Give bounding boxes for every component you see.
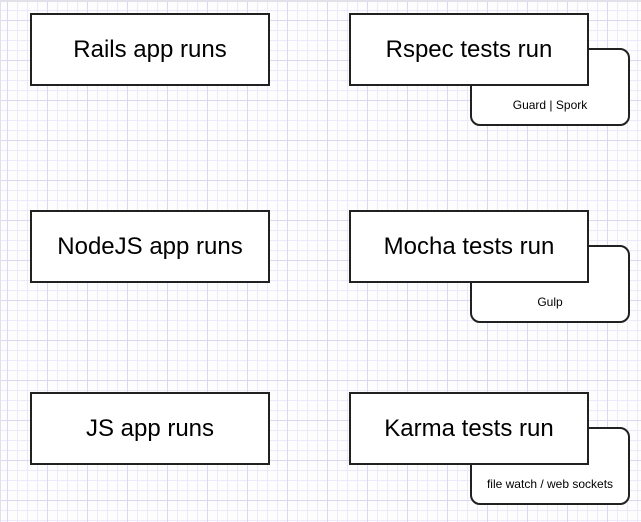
node-rails-app: Rails app runs	[30, 13, 270, 86]
node-file-watch-web-sockets: file watch / web sockets	[470, 427, 630, 505]
tests-node-label: Karma tests run	[384, 414, 554, 442]
node-mocha-tests: Mocha tests run	[349, 210, 589, 283]
page-edge-top	[0, 0, 641, 2]
node-js-app: JS app runs	[30, 392, 270, 465]
node-karma-tests: Karma tests run	[349, 392, 589, 465]
tooling-node-label: file watch / web sockets	[486, 477, 614, 492]
tests-node-label: Mocha tests run	[383, 232, 555, 260]
app-node-label: Rails app runs	[73, 35, 227, 63]
page-edge-left	[0, 0, 1, 522]
tests-node-label: Rspec tests run	[385, 35, 553, 63]
node-nodejs-app: NodeJS app runs	[30, 210, 270, 283]
app-node-label: JS app runs	[85, 414, 215, 442]
tooling-node-label: Gulp	[537, 295, 563, 310]
app-node-label: NodeJS app runs	[57, 232, 243, 260]
node-rspec-tests: Rspec tests run	[349, 13, 589, 86]
tooling-node-label: Guard | Spork	[512, 98, 588, 113]
